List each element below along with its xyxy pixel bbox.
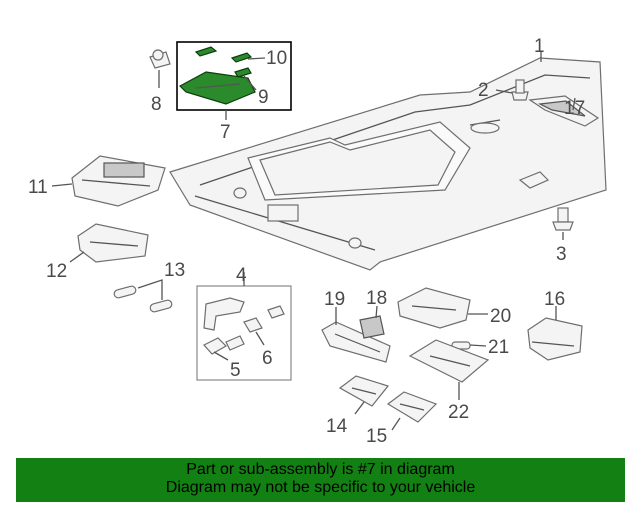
callout-1: 1: [534, 36, 545, 57]
parts-diagram: 1 2 3 4 5 6 7 8 9 10 11 12 13 14 15 16 1…: [28, 36, 607, 447]
group-4-box[interactable]: [196, 285, 292, 381]
cap-part-5: [203, 337, 227, 355]
callout-19: 19: [324, 289, 345, 310]
callout-17: 17: [564, 98, 585, 119]
callout-15: 15: [366, 426, 387, 447]
banner-line-2: Diagram may not be specific to your vehi…: [165, 479, 476, 496]
callout-8: 8: [151, 94, 162, 115]
callout-13: 13: [164, 260, 185, 281]
clip-part-8[interactable]: [149, 49, 171, 69]
callout-14: 14: [326, 416, 348, 437]
callout-11: 11: [28, 177, 48, 198]
part-10-pad: [234, 67, 252, 78]
module-part-18[interactable]: [359, 315, 385, 339]
clip-part-2[interactable]: [511, 79, 529, 101]
bulb-part-13[interactable]: [113, 285, 173, 313]
cap-part-6: [243, 317, 263, 333]
part-7-pad-left: [194, 46, 218, 57]
callout-7: 7: [220, 122, 231, 143]
callout-2: 2: [478, 80, 489, 101]
part-7-sunvisor-holder: [179, 71, 256, 105]
callout-18: 18: [366, 288, 387, 309]
console-part-11[interactable]: [71, 155, 166, 207]
part-7-pad-right: [230, 52, 253, 63]
callout-9: 9: [258, 87, 269, 108]
headliner-part-1[interactable]: [169, 57, 607, 271]
grab-handle: [203, 297, 245, 331]
callout-22: 22: [448, 402, 469, 423]
lamp-part-20[interactable]: [397, 287, 471, 329]
light-part-12[interactable]: [77, 223, 149, 263]
callout-16: 16: [544, 289, 565, 310]
callout-20: 20: [490, 306, 511, 327]
lens-part-22[interactable]: [408, 339, 490, 383]
callout-10: 10: [266, 48, 287, 69]
part-7-box[interactable]: [176, 41, 292, 111]
clip-part-3[interactable]: [552, 207, 574, 231]
callout-3: 3: [556, 244, 567, 265]
callout-4: 4: [236, 265, 247, 286]
callout-5: 5: [230, 360, 241, 381]
switch-part-19[interactable]: [321, 321, 391, 363]
lens-part-14[interactable]: [338, 375, 390, 407]
callout-21: 21: [488, 337, 509, 358]
callout-6: 6: [262, 348, 273, 369]
banner-line-1: Part or sub-assembly is #7 in diagram: [186, 461, 455, 478]
lens-part-15[interactable]: [386, 391, 438, 423]
info-banner: Part or sub-assembly is #7 in diagram Di…: [16, 458, 625, 502]
callout-12: 12: [46, 261, 67, 282]
module-part-16[interactable]: [527, 317, 583, 361]
pad-part-17[interactable]: [528, 95, 600, 127]
